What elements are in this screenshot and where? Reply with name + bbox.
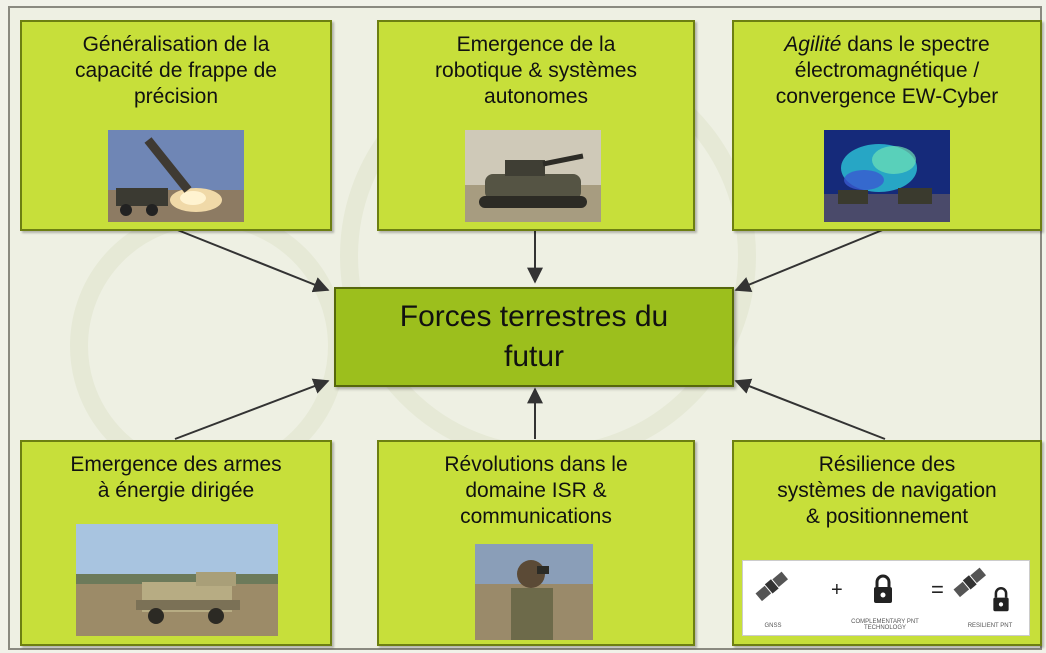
- box-line: Généralisation de la: [82, 33, 270, 56]
- central-node-forces-terrestres: Forces terrestres du futur: [334, 287, 734, 387]
- robotic-vehicle-image: [465, 130, 601, 222]
- center-title-line: Forces terrestres du: [399, 300, 669, 333]
- box-line: électromagnétique /: [794, 59, 980, 82]
- plus-sign: +: [831, 579, 843, 601]
- box-line: précision: [133, 85, 219, 108]
- equals-sign: =: [931, 577, 944, 602]
- box-line: à énergie dirigée: [97, 479, 255, 502]
- box-line: systèmes de navigation: [777, 479, 997, 502]
- pnt-label: COMPLEMENTARY PNT TECHNOLOGY: [851, 619, 919, 631]
- pnt-label: RESILIENT PNT: [967, 623, 1013, 629]
- pnt-label: GNSS: [764, 623, 782, 629]
- satellite-icon: [755, 571, 789, 602]
- box-line: Emergence des armes: [70, 453, 282, 476]
- box-line: robotique & systèmes: [435, 59, 637, 82]
- directed-energy-vehicle-image: [76, 524, 278, 636]
- box-line: domaine ISR &: [465, 479, 607, 502]
- satellite-icon: [953, 567, 987, 598]
- soldier-image: [475, 544, 593, 640]
- box-line: Emergence de la: [456, 33, 616, 56]
- box-frappe-precision: Généralisation de la capacité de frappe …: [20, 20, 332, 231]
- box-line: Résilience des: [818, 453, 956, 476]
- box-line: dans le spectre: [841, 33, 990, 56]
- center-title-line: futur: [503, 340, 565, 373]
- box-line: capacité de frappe de: [75, 59, 277, 82]
- agilite-italic: Agilité: [784, 33, 842, 56]
- box-spectre-ew: Agilité dans le spectre électromagnétiqu…: [732, 20, 1042, 231]
- box-energie-dirigee: Emergence des armes à énergie dirigée: [20, 440, 332, 646]
- pnt-graphic: + = GNSS COMPLEMENTARY PNT TECHNOLOGY RE…: [742, 560, 1030, 636]
- box-line: communications: [460, 505, 612, 528]
- lock-icon: [993, 587, 1009, 612]
- box-isr-communications: Révolutions dans le domaine ISR & commun…: [377, 440, 695, 646]
- box-robotique: Emergence de la robotique & systèmes aut…: [377, 20, 695, 231]
- box-line: convergence EW-Cyber: [775, 85, 999, 108]
- lock-icon: [874, 574, 892, 603]
- pnt-icons: [755, 567, 1009, 612]
- electromagnetic-image: [824, 130, 950, 222]
- rocket-launcher-image: [108, 130, 244, 222]
- box-line: Révolutions dans le: [444, 453, 628, 476]
- box-line: autonomes: [484, 85, 588, 108]
- box-line: & positionnement: [805, 505, 969, 528]
